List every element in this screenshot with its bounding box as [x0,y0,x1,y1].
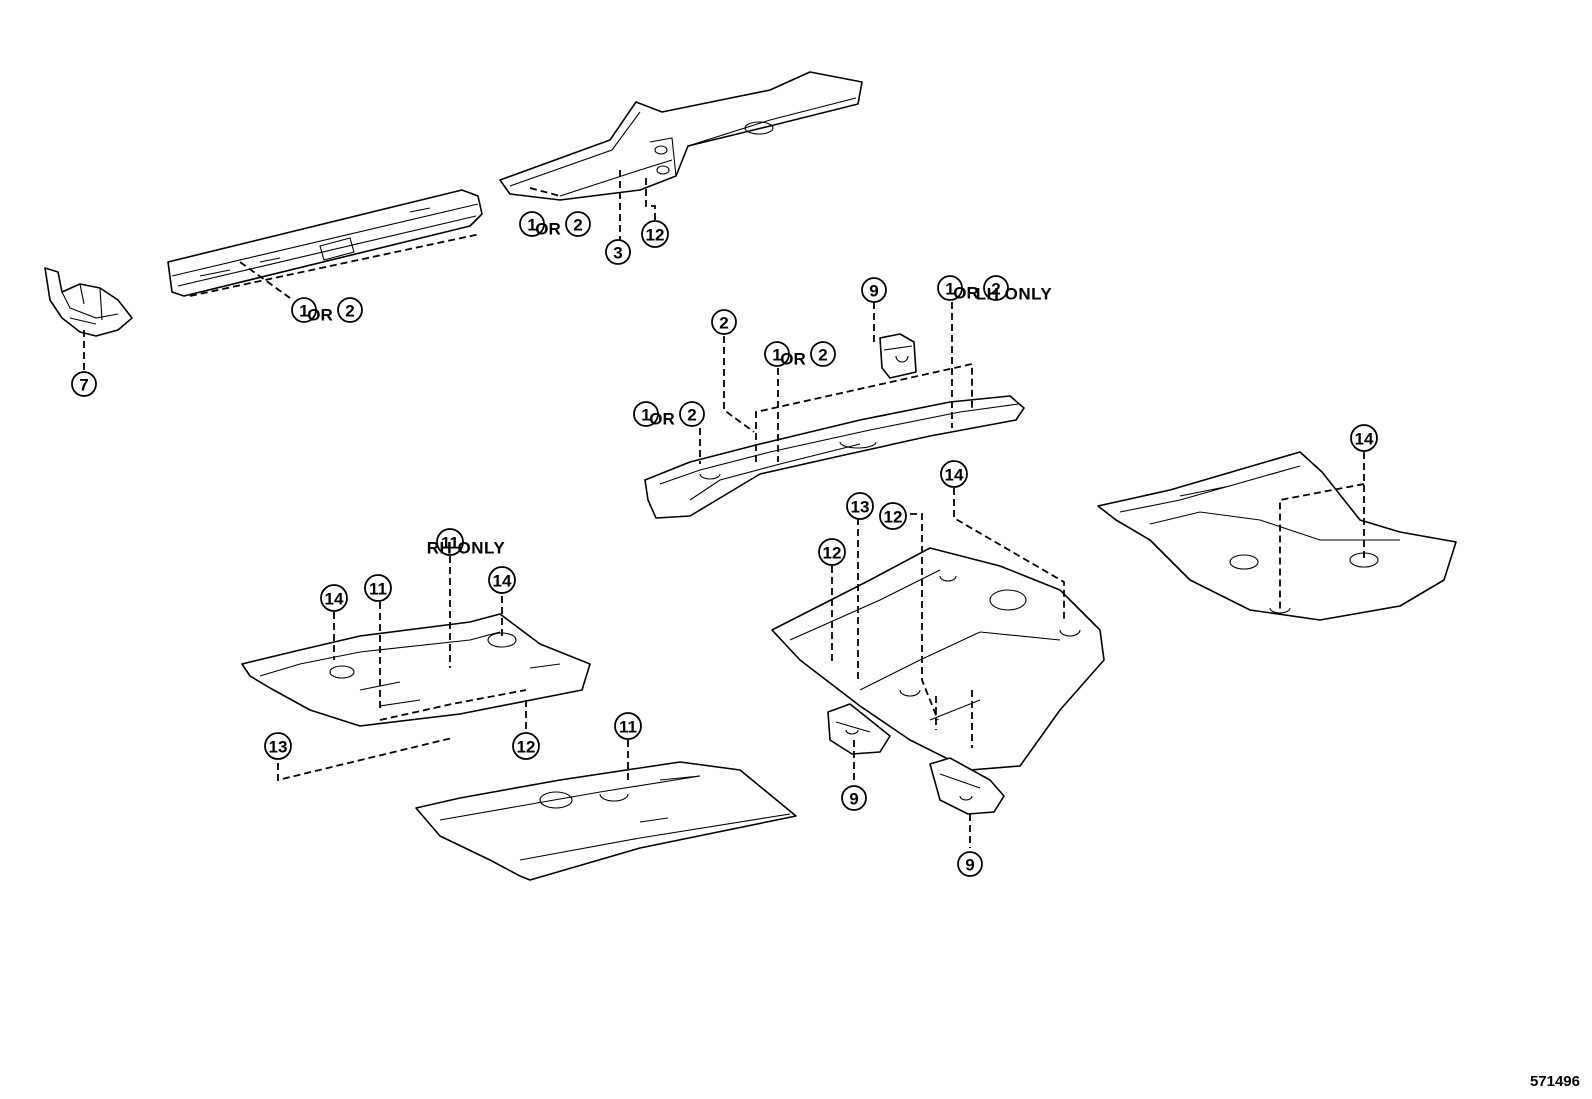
svg-text:14: 14 [945,466,964,485]
callout-1-or-2-rail: 1 OR 2 [291,297,363,325]
svg-text:2: 2 [687,406,696,425]
svg-text:11: 11 [369,580,387,599]
callout-11-center: 11 [614,712,642,740]
callout-13-left: 13 [264,732,292,760]
callout-13-center: 13 [846,492,874,520]
part-rear-floor-pan [1097,451,1457,621]
svg-text:OR: OR [953,284,979,303]
part-side-member-upper [499,71,863,201]
part-bracket-9c [929,757,1005,815]
svg-text:2: 2 [818,346,827,365]
svg-text:12: 12 [823,544,842,563]
callout-7: 7 [71,371,97,397]
svg-text:OR: OR [780,350,806,369]
callout-14-front-pan: 14 [488,566,516,594]
svg-text:1: 1 [641,406,650,425]
svg-text:14: 14 [325,590,344,609]
callout-12-left: 12 [512,732,540,760]
part-center-floor [771,547,1105,771]
svg-text:1: 1 [527,216,536,235]
svg-text:7: 7 [79,376,88,395]
svg-text:11: 11 [441,534,459,553]
svg-text:2: 2 [345,302,354,321]
svg-text:1: 1 [299,302,308,321]
leader-lines [83,170,1365,848]
svg-text:9: 9 [869,282,878,301]
svg-text:9: 9 [965,856,974,875]
callout-1-or-2-upper: 1 OR 2 [519,211,591,239]
svg-text:13: 13 [269,738,288,757]
callout-14-rear: 14 [1350,424,1378,452]
svg-text:OR: OR [649,410,675,429]
part-front-floor-lower [415,761,797,881]
callout-2-middle: 2 [711,309,737,335]
svg-text:OR: OR [307,306,333,325]
svg-text:12: 12 [517,738,536,757]
part-bracket-9a [879,333,917,379]
svg-text:9: 9 [849,790,858,809]
callout-14-left: 14 [320,584,348,612]
callout-12-center: 12 [879,502,907,530]
svg-text:2: 2 [991,280,1000,299]
callout-1-or-2-middle: 1 OR 2 [764,341,836,369]
svg-text:12: 12 [884,508,903,527]
svg-text:3: 3 [613,244,622,263]
svg-text:2: 2 [573,216,582,235]
part-bracket-9b [827,703,891,755]
callout-9-lower: 9 [957,851,983,877]
callout-9-upper: 9 [861,277,887,303]
svg-text:14: 14 [1355,430,1374,449]
callout-14-center: 14 [940,460,968,488]
svg-text:1: 1 [945,280,954,299]
part-rocker-rail [167,189,483,297]
svg-text:OR: OR [535,220,561,239]
svg-text:RH ONLY: RH ONLY [427,539,506,558]
callout-11-left: 11 [364,574,392,602]
part-front-floor-pan [241,613,591,727]
svg-text:14: 14 [493,572,512,591]
callout-9-center: 9 [841,785,867,811]
svg-text:13: 13 [851,498,870,517]
part-floor-side-member [644,395,1025,519]
callout-12-upper: 12 [641,220,669,248]
svg-text:11: 11 [619,718,637,737]
svg-text:LH ONLY: LH ONLY [976,285,1053,304]
svg-text:12: 12 [646,226,665,245]
callout-1-or-2-lh-only: 1 OR 2 LH ONLY [937,275,1053,304]
svg-text:2: 2 [719,314,728,333]
callout-12-center-left: 12 [818,538,846,566]
svg-text:1: 1 [772,346,781,365]
callout-1-or-2-left: 1 OR 2 [633,401,705,429]
diagram-id: 571496 [1530,1073,1580,1090]
callout-3: 3 [605,239,631,265]
part-bracket-7 [44,267,133,337]
callout-11-rh-only: 11 RH ONLY [427,528,506,558]
